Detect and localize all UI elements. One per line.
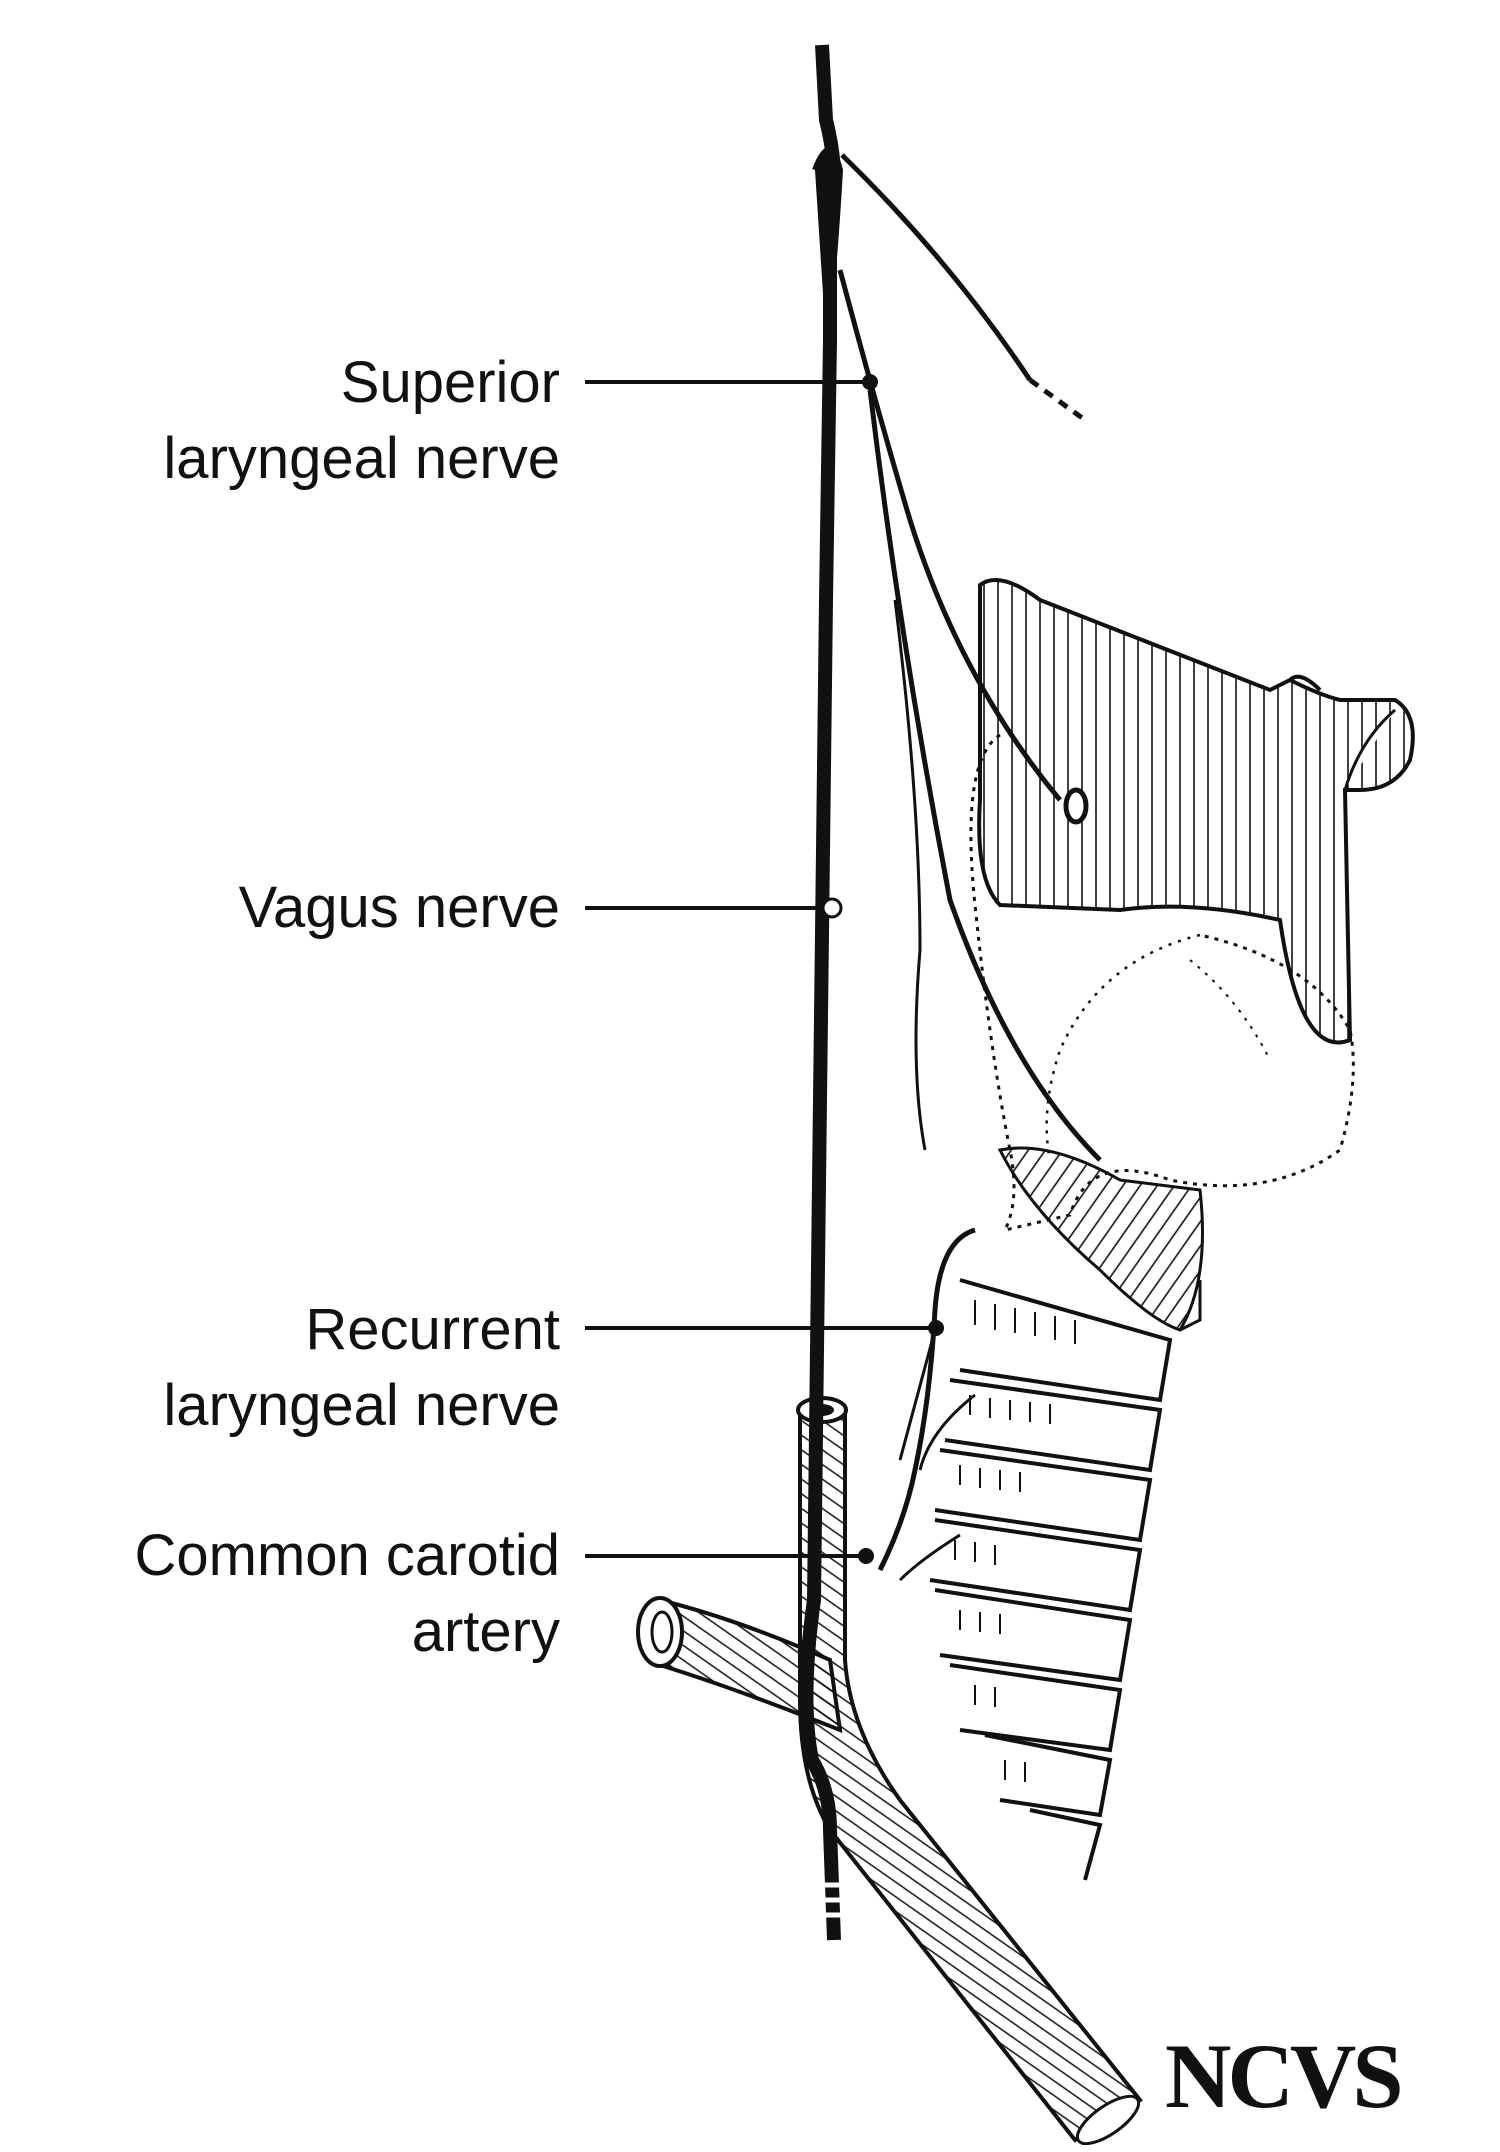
- label-recurrent-laryngeal-nerve: Recurrent laryngeal nerve: [163, 1292, 560, 1444]
- leader-dot-rln: [928, 1320, 944, 1336]
- subclavian-artery: [636, 1596, 843, 1734]
- recurrent-laryngeal-nerve: [877, 1227, 976, 1582]
- label-line: laryngeal nerve: [163, 426, 560, 491]
- label-common-carotid-artery: Common carotid artery: [135, 1518, 560, 1670]
- leader-dot-vagus: [821, 897, 843, 919]
- label-vagus-nerve: Vagus nerve: [239, 870, 560, 946]
- vagus-nerve: [799, 44, 848, 1941]
- label-superior-laryngeal-nerve: Superior laryngeal nerve: [163, 345, 560, 497]
- trachea: [929, 1278, 1173, 1881]
- leader-lines: [585, 380, 935, 1558]
- leader-dot-sln: [862, 374, 878, 390]
- superior-laryngeal-nerve: [837, 153, 1102, 1162]
- label-line: artery: [411, 1599, 560, 1664]
- leader-dots: [821, 374, 944, 1564]
- label-line: laryngeal nerve: [163, 1373, 560, 1438]
- label-line: Common carotid: [134, 1523, 560, 1588]
- leader-dot-cca: [858, 1548, 874, 1564]
- cricoid-cartilage: [969, 733, 1355, 1233]
- label-line: Vagus nerve: [238, 875, 560, 940]
- ncvs-logo: NCVS: [1165, 2025, 1403, 2127]
- label-line: Recurrent: [305, 1297, 560, 1362]
- common-carotid-artery: [796, 1396, 1143, 2146]
- label-line: Superior: [340, 350, 560, 415]
- cricothyroid-muscle: [997, 1146, 1204, 1332]
- thyroid-cartilage: [977, 578, 1415, 1045]
